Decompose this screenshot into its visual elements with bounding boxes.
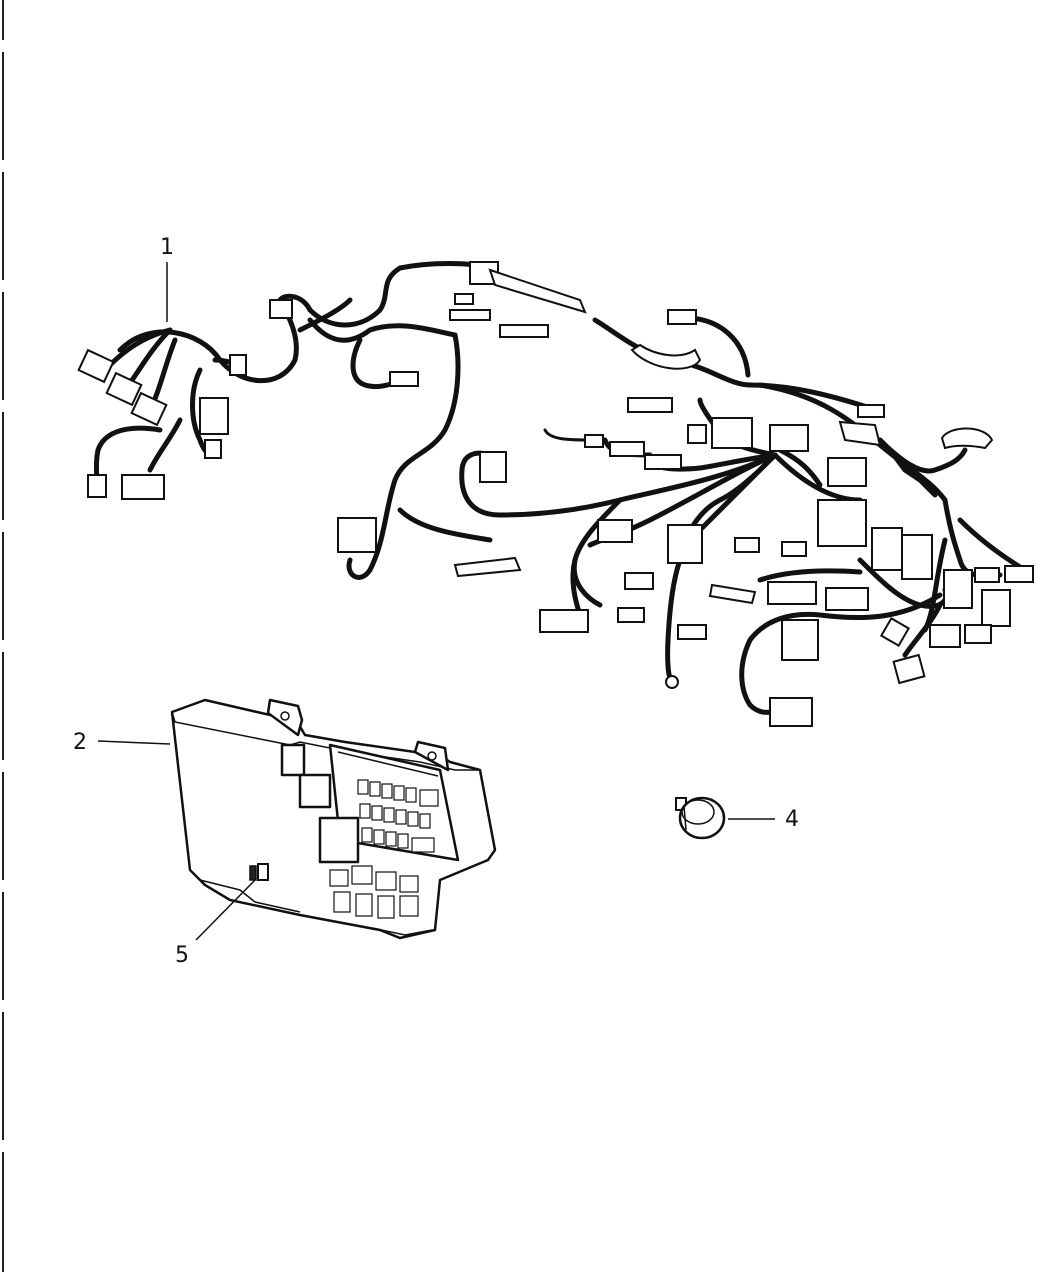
callout-label-5: 5 — [175, 943, 189, 968]
relay-array — [329, 865, 419, 919]
callout-label-1: 1 — [160, 235, 174, 260]
clip-fastener — [249, 863, 269, 881]
callout-4: 4 — [728, 807, 799, 832]
callout-label-4: 4 — [785, 807, 799, 832]
callout-2: 2 — [73, 730, 171, 755]
wiring-harness — [77, 261, 1034, 727]
junction-block-module — [170, 698, 497, 940]
callout-label-2: 2 — [73, 730, 87, 755]
callout-5: 5 — [175, 879, 256, 968]
fuse-array — [357, 779, 439, 853]
callout-1: 1 — [160, 235, 174, 322]
round-component — [675, 796, 726, 840]
